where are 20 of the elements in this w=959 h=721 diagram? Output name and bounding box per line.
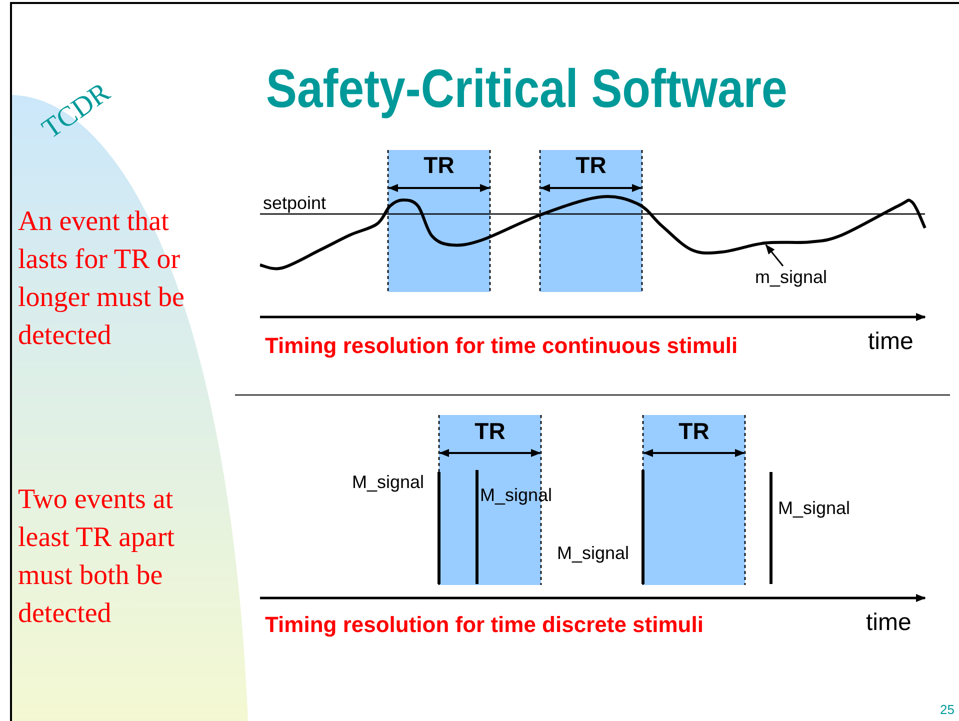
axis-label: time (866, 610, 912, 636)
page-number: 25 (940, 703, 954, 718)
interval-label: TR (474, 419, 506, 444)
signal-label: M_signal (480, 486, 552, 506)
interval-label: TR (422, 153, 456, 178)
interval-label: TR (678, 419, 710, 444)
signal-label: m_signal (755, 268, 828, 288)
caption-text: Timing resolution for time discrete stimuli (265, 613, 704, 638)
caption-text: Timing resolution for time continuous stimuli (265, 334, 738, 358)
interval-label: TR (574, 153, 608, 178)
axis-label: time (868, 329, 914, 356)
note-text: Two events at least TR apart must both be detected (18, 483, 176, 631)
setpoint-label: setpoint (263, 194, 326, 214)
signal-curve (260, 195, 926, 270)
slide-title: Safety-Critical Software (266, 60, 788, 120)
leader-line (765, 244, 784, 266)
note-text: An event that lasts for TR or longer must be detected (18, 205, 186, 353)
signal-label: M_signal (778, 499, 850, 519)
signal-label: M_signal (557, 544, 630, 564)
signal-label: M_signal (352, 473, 424, 493)
